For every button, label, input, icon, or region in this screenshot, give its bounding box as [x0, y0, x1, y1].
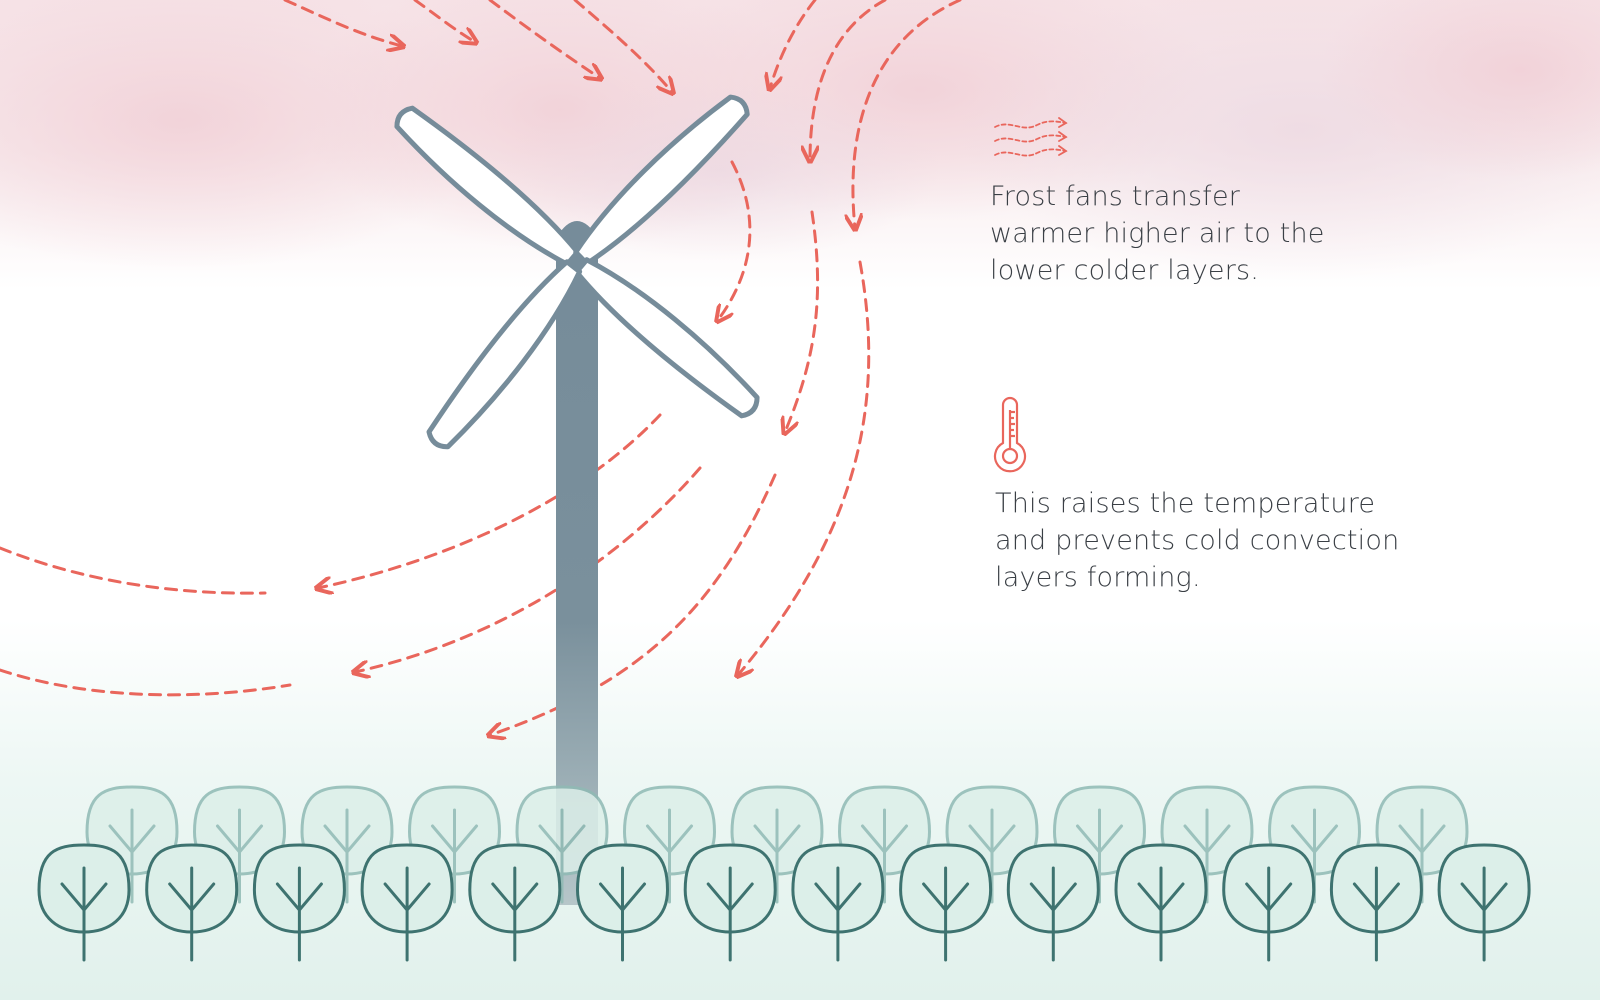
orchard-tree	[575, 843, 670, 962]
airflow-arrow	[770, 0, 817, 88]
airflow-arrow	[718, 160, 752, 320]
orchard-tree	[1006, 843, 1100, 962]
fan-blades	[394, 94, 760, 450]
airflow-arrow	[490, 473, 777, 735]
airflow-arrow	[810, 0, 887, 160]
orchard-tree	[252, 843, 346, 962]
airflow-arrow	[355, 466, 702, 672]
caption-air-transfer: Frost fans transfer warmer higher air to…	[990, 181, 1325, 286]
orchard-tree	[37, 843, 131, 962]
airflow-arrow	[573, 0, 672, 92]
airflow-arrow	[0, 546, 267, 595]
orchard-tree	[683, 843, 777, 962]
airflow-arrow	[0, 668, 292, 697]
airflow-arrows	[0, 0, 962, 735]
fan-blade	[426, 259, 583, 450]
airflow-arrow	[318, 413, 662, 588]
airflow-arrow	[853, 0, 962, 228]
wind-flow-icon	[994, 117, 1068, 157]
fan-blade	[394, 105, 581, 267]
orchard-tree	[1437, 843, 1531, 962]
orchard-tree	[899, 843, 993, 962]
caption-temperature-rise: This raises the temperature and prevents…	[995, 488, 1400, 593]
orchard-tree	[145, 843, 239, 962]
airflow-arrow	[488, 0, 600, 78]
orchard-tree	[1114, 843, 1208, 962]
airflow-arrow	[785, 210, 820, 432]
airflow-arrow	[283, 0, 402, 46]
orchard-tree	[360, 843, 454, 962]
orchard-tree	[1222, 843, 1316, 962]
airflow-arrow	[413, 0, 475, 42]
fan-blade	[573, 257, 760, 419]
airflow-arrow	[738, 260, 871, 675]
orchard-tree	[468, 843, 562, 962]
orchard-tree	[1329, 843, 1423, 962]
fan-blade	[573, 94, 750, 267]
thermometer-icon	[993, 396, 1027, 473]
orchard-front-row	[37, 843, 1531, 962]
orchard-tree	[791, 843, 885, 962]
